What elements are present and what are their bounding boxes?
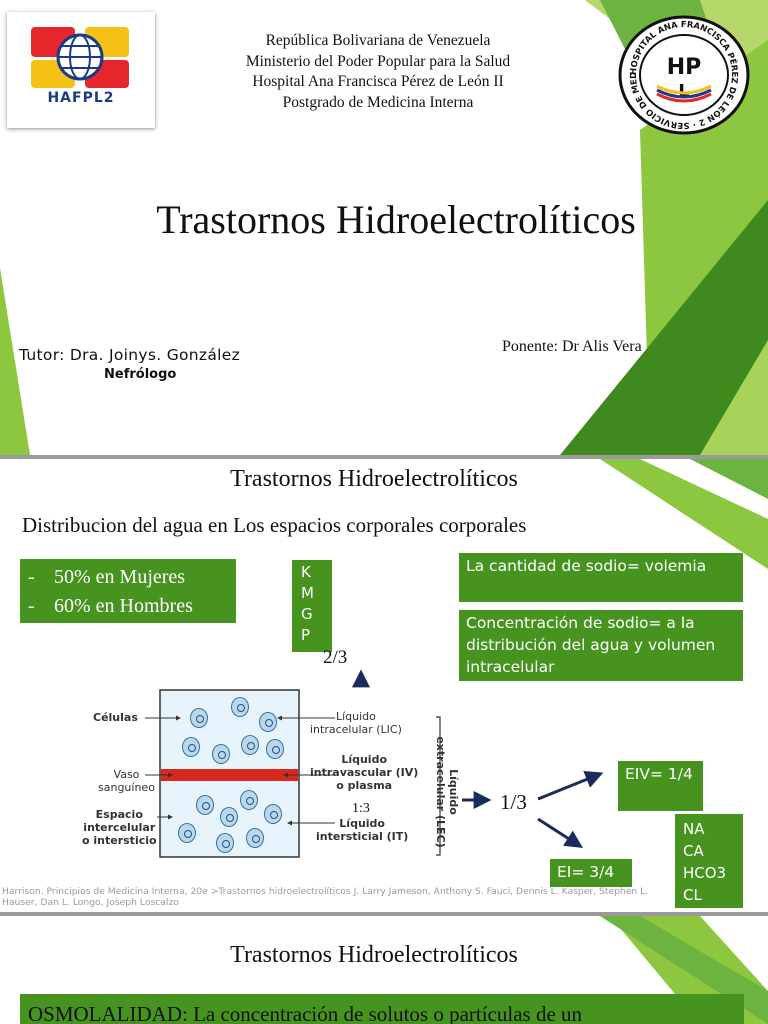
slide-osmolality[interactable]: Trastornos Hidroelectrolíticos OSMOLALID… — [0, 916, 768, 1024]
label-espacio: Espacio intercelular o intersticio — [82, 808, 157, 847]
percentage-box: -50% en Mujeres -60% en Hombres — [20, 559, 236, 623]
cell-icon — [182, 737, 200, 757]
cell-icon — [196, 795, 214, 815]
cell-icon — [264, 804, 282, 824]
sodium-concentration-box: Concentración de sodio= a la distribució… — [459, 610, 743, 681]
ion-label: M — [301, 584, 314, 602]
ion-label: HCO3 — [683, 864, 727, 882]
cell-icon — [178, 823, 196, 843]
logo-text: HAFPL2 — [47, 90, 115, 106]
slide-water-distribution[interactable]: Trastornos Hidroelectrolíticos Distribuc… — [0, 459, 768, 912]
bullet-text: 50% en Mujeres — [54, 566, 186, 588]
ion-label: G — [301, 605, 313, 623]
slide-heading: Trastornos Hidroelectrolíticos — [230, 466, 518, 492]
cell-icon — [266, 739, 284, 759]
cell-icon — [241, 735, 259, 755]
label-vaso: Vaso sanguíneo — [98, 768, 155, 794]
bullet-text: 60% en Hombres — [54, 595, 193, 617]
cell-icon — [190, 708, 208, 728]
sodium-volemia-box: La cantidad de sodio= volemia — [459, 553, 743, 602]
citation: Harrison. Principios de Medicina Interna… — [2, 886, 649, 908]
ion-label: P — [301, 626, 311, 644]
label-iv: Líquido intravascular (IV) o plasma — [310, 753, 419, 792]
cell-icon — [246, 828, 264, 848]
slide-separator — [0, 912, 768, 916]
seal-center-top: HP — [667, 55, 702, 80]
bullet-item: -50% en Mujeres — [28, 566, 186, 588]
medicine-service-seal: HOSPITAL ANA FRANCISCA PÉREZ DE LEÓN 2 ·… — [613, 6, 751, 136]
osmolality-text: OSMOLALIDAD: La concentración de solutos… — [28, 1002, 583, 1024]
cell-icon — [220, 807, 238, 827]
ion-label: K — [301, 563, 311, 581]
slide-title-text: Trastornos Hidroelectrolíticos — [156, 197, 636, 242]
eiv-box: EIV= 1/4 — [618, 761, 703, 811]
header-line: República Bolivariana de Venezuela — [265, 32, 491, 49]
cell-icon — [216, 833, 234, 853]
bullet-item: -60% en Hombres — [28, 595, 193, 617]
osmolality-definition-box: OSMOLALIDAD: La concentración de solutos… — [20, 994, 744, 1024]
label-lic: Líquido intracelular (LIC) — [310, 710, 402, 736]
ion-label: CA — [683, 842, 704, 860]
cell-icon — [231, 697, 249, 717]
intracellular-ions-box: K M G P — [292, 560, 332, 652]
ion-label: NA — [683, 820, 705, 838]
header-line: Hospital Ana Francisca Pérez de León II — [252, 73, 504, 90]
slide-title[interactable]: HAFPL2 República Bolivariana de Venezuel… — [0, 0, 768, 455]
label-lec: Líquido extracelular (LEC) — [434, 736, 460, 848]
green-decoration — [600, 459, 768, 569]
ei-box: EI= 3/4 — [550, 859, 632, 887]
header-line: Ministerio del Poder Popular para la Sal… — [245, 52, 511, 70]
tutor-name: Tutor: Dra. Joinys. González — [19, 346, 241, 364]
label-it: Líquido intersticial (IT) — [316, 817, 409, 843]
extracellular-ions-box: NA CA HCO3 CL — [675, 814, 743, 908]
label-ratio-1-3: 1:3 — [352, 801, 370, 816]
tutor-role: Nefrólogo — [104, 367, 177, 382]
cell-icon — [212, 744, 230, 764]
label-celulas: Células — [93, 711, 138, 724]
header-line: Postgrado de Medicina Interna — [282, 93, 474, 111]
ratio-one-third: 1/3 — [500, 790, 527, 814]
slide-subtitle: Distribucion del agua en Los espacios co… — [22, 513, 527, 537]
institution-header: República Bolivariana de Venezuela Minis… — [198, 31, 558, 113]
ion-label: CL — [683, 886, 702, 904]
ratio-two-thirds: 2/3 — [323, 647, 348, 668]
cell-icon — [259, 712, 277, 732]
presenter-name: Ponente: Dr Alis Vera — [502, 338, 642, 355]
slide-heading: Trastornos Hidroelectrolíticos — [230, 942, 518, 968]
hospital-logo: HAFPL2 — [7, 12, 155, 128]
slide-separator — [0, 455, 768, 459]
cell-icon — [240, 790, 258, 810]
